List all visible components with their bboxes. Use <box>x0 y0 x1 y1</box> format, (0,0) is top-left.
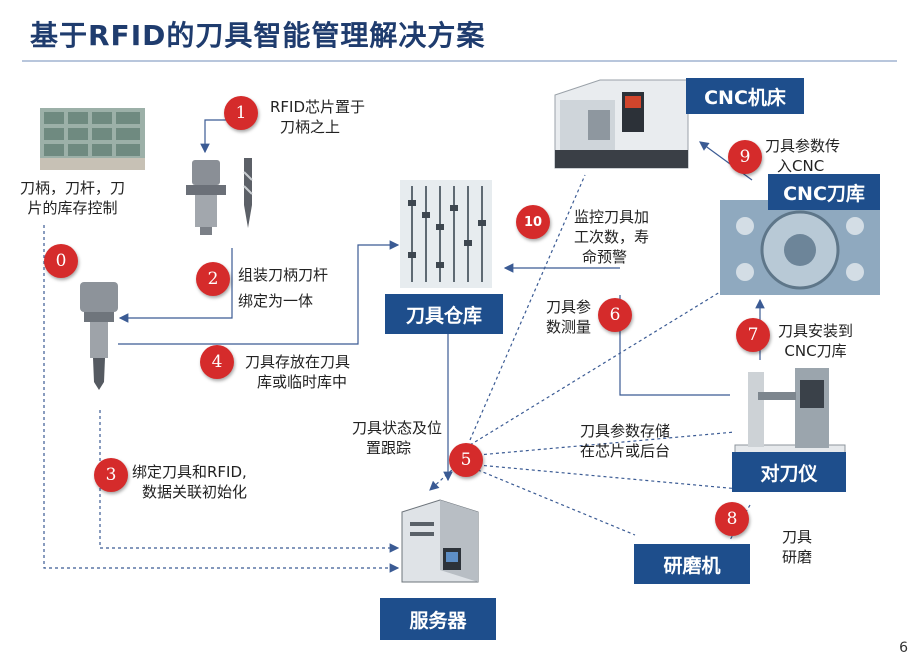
cnc-magazine-box: CNC刀库 <box>768 174 880 210</box>
tool-warehouse-image <box>400 180 492 288</box>
tool-holder-image <box>186 158 253 235</box>
step-number-6: 6 <box>598 298 632 332</box>
step-number-5: 5 <box>449 443 483 477</box>
step-number-4: 4 <box>200 345 234 379</box>
step10-label: 监控刀具加工次数，寿命预警 <box>574 208 650 266</box>
step5-label: 刀具状态及位置跟踪 <box>352 419 443 457</box>
step9-label: 刀具参数传入CNC <box>765 137 841 175</box>
cnc-magazine-image <box>720 200 880 295</box>
store-label: 刀具参数存储在芯片或后台 <box>580 422 671 460</box>
step-number-7: 7 <box>736 318 770 352</box>
step-number-0: 0 <box>44 244 78 278</box>
presetter-box: 对刀仪 <box>732 452 846 492</box>
step-number-8: 8 <box>715 502 749 536</box>
step-number-10: 10 <box>516 205 550 239</box>
tool-warehouse-box: 刀具仓库 <box>385 294 503 334</box>
cnc-machine-image <box>554 79 689 169</box>
storage-shelf-image <box>40 108 145 170</box>
step-number-9: 9 <box>728 140 762 174</box>
server-box: 服务器 <box>380 598 496 640</box>
step6-label: 刀具参数测量 <box>546 298 592 336</box>
title-divider <box>22 60 897 62</box>
step2-label: 组装刀柄刀杆绑定为一体 <box>238 266 329 310</box>
step-number-3: 3 <box>94 458 128 492</box>
step3-label: 绑定刀具和RFID,数据关联初始化 <box>132 463 248 501</box>
server-image <box>401 499 479 583</box>
assembled-tool-image <box>80 282 118 390</box>
inventory-label: 刀柄，刀杆，刀片的库存控制 <box>20 179 126 217</box>
step4-label: 刀具存放在刀具库或临时库中 <box>245 353 351 391</box>
step1-label: RFID芯片置于刀柄之上 <box>270 98 366 136</box>
presetter-image <box>734 368 846 466</box>
cnc-machine-box: CNC机床 <box>686 78 804 114</box>
step-number-2: 2 <box>196 262 230 296</box>
step8-label: 刀具研磨 <box>782 528 813 566</box>
step-number-1: 1 <box>224 96 258 130</box>
page-title: 基于RFID的刀具智能管理解决方案 <box>30 19 486 52</box>
grinder-box: 研磨机 <box>634 544 750 584</box>
page-number: 6 <box>899 640 908 656</box>
